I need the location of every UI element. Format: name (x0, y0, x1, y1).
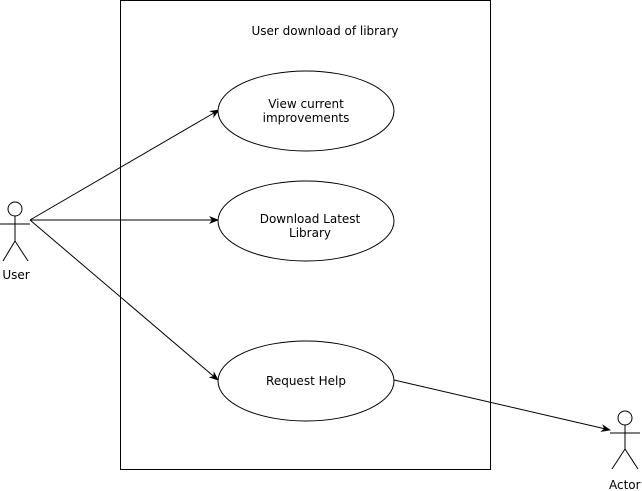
stick-figure-icon (610, 410, 640, 470)
use-case-view-improvements: View current improvements (217, 70, 395, 152)
use-case-ellipse (217, 340, 395, 422)
use-case-download-library: Download Latest Library (217, 180, 395, 262)
use-case-ellipse (217, 70, 395, 152)
actor-label: Actor (609, 478, 641, 491)
use-case-label: Download Latest (260, 212, 361, 226)
use-case-label: Request Help (266, 374, 346, 388)
actor-label: User (2, 268, 29, 282)
use-case-request-help: Request Help (217, 340, 395, 422)
actor-user: User (0, 201, 30, 282)
use-case-ellipse (217, 180, 395, 262)
actor-external: Actor (609, 410, 641, 491)
association-user-view-improvements (29, 109, 220, 221)
stick-figure-icon (0, 201, 30, 262)
association-user-request-help (29, 219, 219, 381)
association-request-help-actor (393, 379, 611, 432)
system-title: User download of library (252, 24, 399, 38)
use-case-label: View current (268, 97, 344, 111)
use-case-label: improvements (263, 111, 350, 125)
use-case-label: Library (289, 226, 331, 240)
